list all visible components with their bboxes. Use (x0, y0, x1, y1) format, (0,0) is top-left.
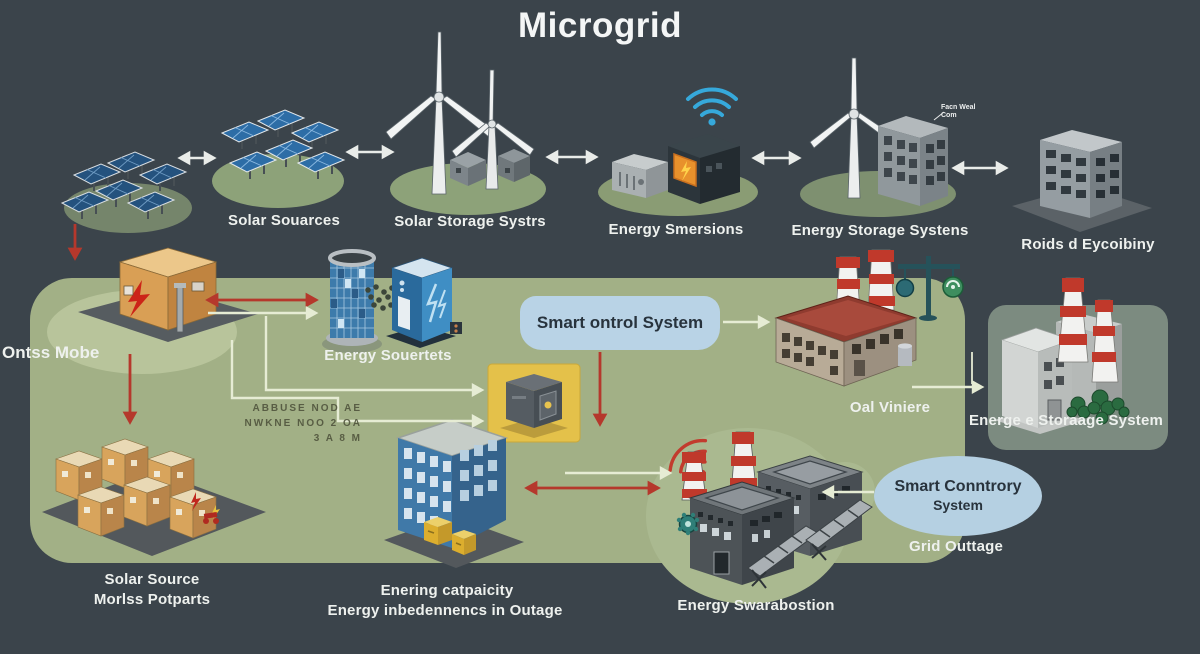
apartment-building-icon (384, 419, 524, 568)
garbled-note-line: ABBUSE NOD AE (252, 403, 362, 414)
wind-building-note: Facn Weal Com (941, 104, 976, 120)
garbled-note-line: NWKNE NOO 2 OA (244, 418, 362, 429)
label-roids: Roids d Eycoibiny (1021, 236, 1155, 253)
battery-server-icon (386, 257, 462, 348)
storage-equipment-icon (450, 149, 530, 186)
wifi-icon (686, 87, 738, 126)
balance-meter-icon (895, 256, 964, 321)
smart-control-bubble: Smart ontrol System (520, 296, 720, 350)
smart-conntrory-line2: System (933, 497, 983, 514)
generator-icon (612, 154, 668, 198)
label-capacity-1: Enering catpaicity (380, 582, 514, 599)
label-solar-source-2: Morlss Potparts (93, 591, 211, 608)
page-title: Microgrid (518, 6, 682, 45)
label-solar-sources: Solar Souarces (227, 212, 341, 229)
office-building-icon (878, 111, 948, 206)
smart-control-bubble-label: Smart ontrol System (536, 313, 704, 332)
label-solar-source-1: Solar Source (104, 571, 200, 588)
pale-connectors (208, 305, 985, 500)
smart-conntrory-line1: Smart Conntrory (894, 478, 1022, 496)
grid-power-plant-panel (988, 277, 1168, 450)
trees-icon (1066, 389, 1130, 425)
gear-icon (676, 512, 700, 536)
houses-cluster-icon (42, 438, 266, 556)
label-energy-souertets: Energy Souertets (324, 347, 452, 364)
tall-building-icon (1040, 130, 1122, 218)
power-device-icon (668, 134, 740, 204)
wind-turbines-icon (385, 31, 535, 195)
label-grid-outage: Grid Outtage (908, 538, 1004, 555)
red-factory-icon (774, 249, 918, 387)
label-ontss-mobe: Ontss Mobe (2, 343, 100, 362)
safe-box-icon (487, 363, 581, 443)
label-oal-viniere: Oal Viniere (849, 399, 931, 416)
label-energy-smersions: Energy Smersions (608, 221, 744, 238)
label-capacity-2: Energy inbedennencs in Outage (327, 602, 563, 619)
dark-factory-icon (681, 431, 873, 589)
red-arrows (67, 224, 661, 496)
garbled-note: ABBUSE NOD AE NWKNE NOO 2 OA 3 A 8 M (234, 401, 362, 446)
label-substation: Energy Swarabostion (677, 597, 835, 614)
glass-tower-icon (322, 249, 382, 353)
garbled-note-line: 3 A 8 M (313, 433, 362, 444)
label-energy-storage: Energy Storage Systens (791, 222, 969, 239)
label-energe-storage: Energe e Storaage System (968, 412, 1164, 429)
top-row-arrows (177, 144, 1009, 176)
smart-conntrory-ellipse: Smart Conntrory System (874, 456, 1042, 536)
label-solar-storage: Solar Storage Systrs (394, 213, 546, 230)
